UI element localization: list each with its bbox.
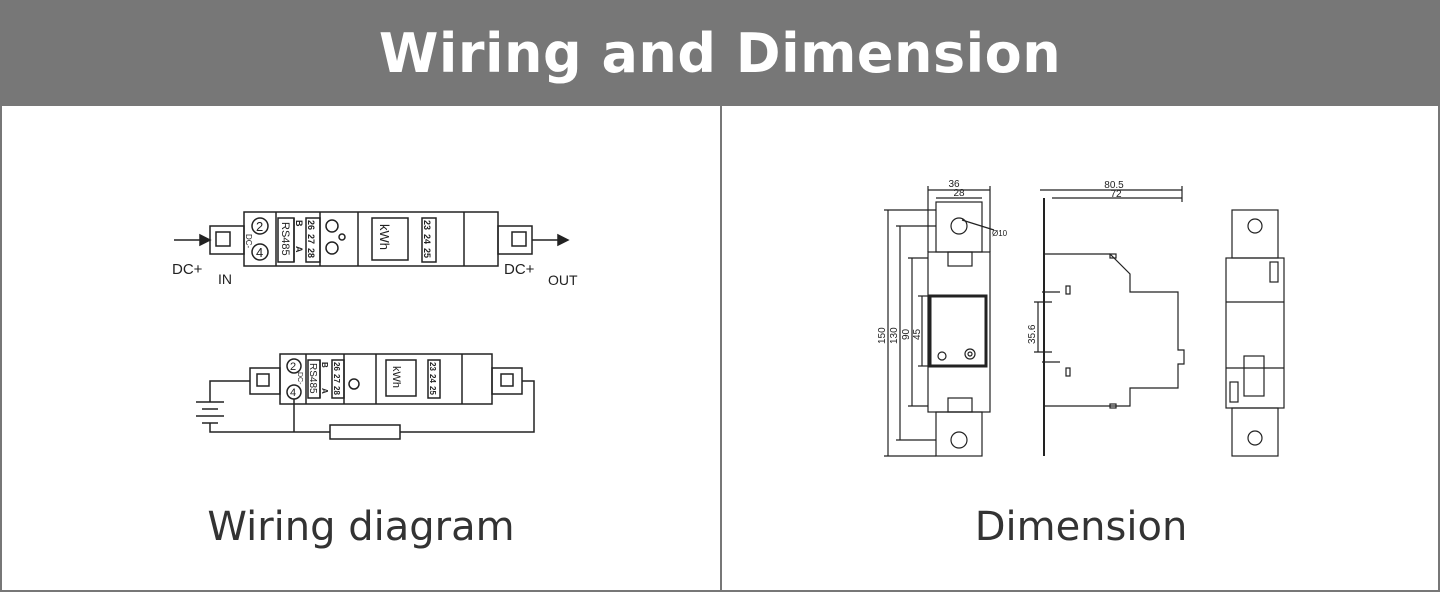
side-body-outline (1044, 253, 1185, 407)
side-view (1034, 186, 1185, 456)
page-title: Wiring and Dimension (378, 21, 1062, 85)
bottom-t25: 25 (428, 386, 437, 395)
dim-hole: Ø10 (992, 229, 1008, 238)
right-lug (497, 225, 533, 255)
top-in-label: IN (218, 271, 232, 287)
wiring-diagram: DC+ IN DC+ OUT 2 4 DC- RS485 B A 26 27 2… (172, 211, 578, 440)
top-out-dc-plus: DC+ (504, 261, 535, 278)
dim-90: 90 (901, 328, 912, 340)
back-body (1225, 257, 1285, 409)
front-body (927, 251, 991, 413)
front-top-lug (935, 201, 983, 253)
dim-130: 130 (889, 327, 900, 344)
bottom-dc-minus: DC- (296, 372, 303, 385)
top-t28: 28 (306, 248, 316, 258)
dim-150: 150 (877, 327, 888, 344)
bottom-t23: 23 (428, 362, 437, 371)
bottom-t24: 24 (428, 374, 437, 383)
wiring-panel: DC+ IN DC+ OUT 2 4 DC- RS485 B A 26 27 2… (2, 106, 720, 590)
bottom-t26: 26 (332, 362, 341, 371)
left-lug-hole (215, 231, 231, 247)
battery-wire-top (209, 380, 250, 402)
top-b: B (294, 220, 304, 227)
bottom-rs485: RS485 (307, 363, 318, 394)
wiring-top-meter (174, 211, 570, 267)
bottom-t28: 28 (332, 386, 341, 395)
out-arrow-head (557, 233, 570, 247)
dimension-caption: Dimension (974, 504, 1188, 550)
dim-45: 45 (912, 328, 923, 340)
top-terminal-2: 2 (256, 219, 263, 234)
kwh-display (371, 217, 409, 261)
dim-80-5: 80.5 (1104, 180, 1124, 191)
top-t27: 27 (306, 234, 316, 244)
panel-divider (720, 106, 722, 590)
resistor (329, 424, 401, 440)
bottom-t27: 27 (332, 374, 341, 383)
top-in-dc-plus: DC+ (172, 261, 203, 278)
dim-72: 72 (1110, 189, 1122, 200)
top-t26: 26 (306, 220, 316, 230)
bottom-right-lug (491, 367, 523, 395)
bottom-kwh: kWh (390, 366, 402, 388)
top-terminal-4: 4 (256, 245, 263, 260)
front-bottom-lug (935, 411, 983, 457)
bottom-terminal-4: 4 (290, 387, 296, 399)
front-view (884, 186, 995, 457)
dim-35-6: 35.6 (1027, 324, 1038, 344)
front-window (928, 294, 988, 368)
top-rs485: RS485 (279, 222, 291, 256)
return-wire (209, 380, 535, 433)
header-bar: Wiring and Dimension (0, 0, 1440, 106)
left-lug (209, 225, 245, 255)
bottom-a: A (320, 388, 329, 394)
top-t25: 25 (422, 248, 432, 258)
dim-28: 28 (953, 188, 965, 199)
top-dc-minus: DC- (244, 234, 253, 249)
bottom-kwh-display (385, 359, 417, 397)
top-out-label: OUT (548, 272, 578, 288)
panels-container: DC+ IN DC+ OUT 2 4 DC- RS485 B A 26 27 2… (0, 106, 1440, 592)
back-top-lug (1231, 209, 1279, 259)
wiring-caption: Wiring diagram (207, 504, 515, 550)
dimension-panel: 36 28 Ø10 80.5 72 150 130 90 45 35.6 Dim… (722, 106, 1440, 590)
bottom-left-lug (249, 367, 281, 395)
back-bottom-lug (1231, 407, 1279, 457)
bottom-terminal-2: 2 (290, 361, 296, 373)
top-kwh: kWh (377, 224, 392, 250)
back-view (1225, 209, 1285, 457)
top-t23: 23 (422, 220, 432, 230)
dim-36: 36 (948, 179, 960, 190)
top-t24: 24 (422, 234, 432, 244)
dimension-drawing: 36 28 Ø10 80.5 72 150 130 90 45 35.6 (877, 179, 1285, 457)
in-arrow-head (199, 233, 212, 247)
top-a: A (294, 246, 304, 253)
bottom-b: B (320, 362, 329, 368)
wiring-bottom-meter (196, 353, 535, 440)
